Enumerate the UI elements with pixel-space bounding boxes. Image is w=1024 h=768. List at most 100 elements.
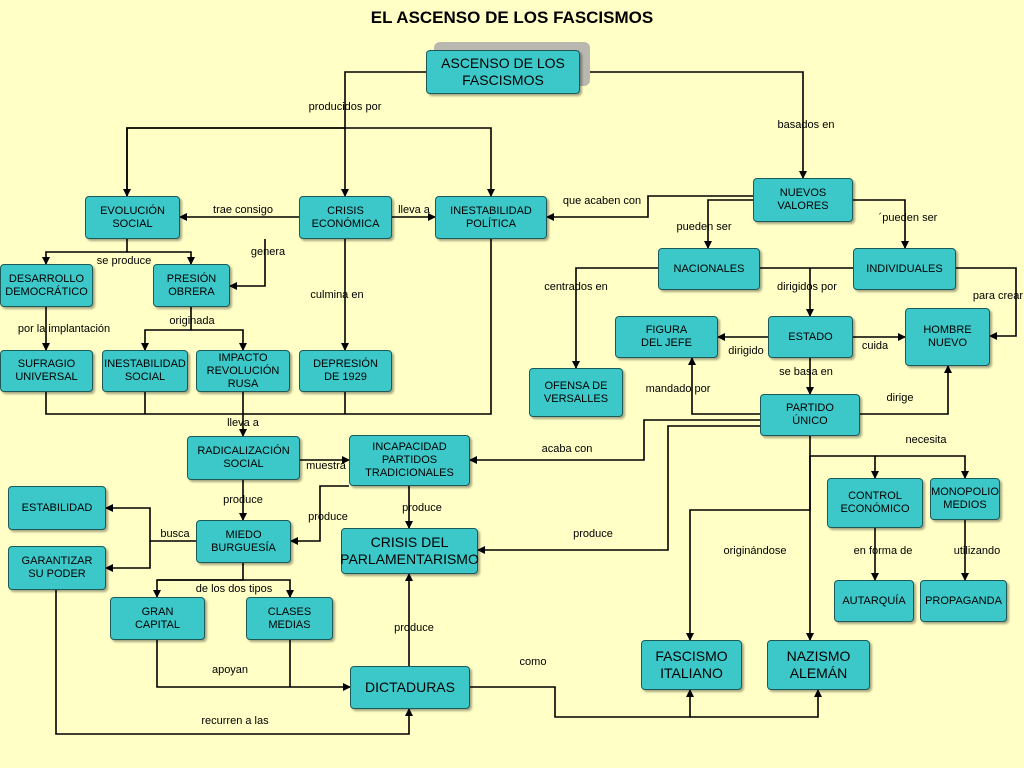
node-estado[interactable]: ESTADO (768, 316, 853, 358)
line-partido-hombre (860, 365, 952, 415)
link-label-lleva-a: lleva a (398, 204, 430, 216)
node-crisis-economica[interactable]: CRISIS ECONÓMICA (299, 196, 392, 239)
node-crisis-parlamentarismo[interactable]: CRISIS DEL PARLAMENTARISMO (340, 528, 479, 574)
link-label-dirige: dirige (886, 392, 914, 404)
line-root-right (580, 71, 807, 179)
line-miedo-garantizar (105, 541, 151, 572)
link-label-culmina-en: culmina en (310, 289, 364, 301)
link-label-dirigido: dirigido (728, 345, 764, 357)
link-label-produce-1: produce (223, 494, 263, 506)
node-desarrollo-democratico[interactable]: DESARROLLO DEMOCRÁTICO (0, 264, 93, 307)
link-label-apoyan: apoyan (211, 664, 249, 676)
node-garantizar-su-poder[interactable]: GARANTIZAR SU PODER (8, 546, 106, 590)
line-nuevos-inestab (546, 195, 753, 221)
line-partido-down (809, 436, 879, 479)
line-evolucion-split (42, 239, 128, 265)
line-garantizar-dictaduras (55, 590, 413, 735)
link-label-por-la-implantacion: por la implantación (17, 323, 111, 335)
line-root-left (341, 71, 428, 197)
link-label-recurren-a-las: recurren a las (201, 715, 269, 727)
node-ofensa-de-versalles[interactable]: OFENSA DE VERSALLES (529, 368, 623, 417)
node-nazismo-aleman[interactable]: NAZISMO ALEMÁN (767, 640, 870, 690)
link-label-trae-consigo: trae consigo (213, 204, 273, 216)
link-label-genera: genera (250, 246, 286, 258)
line-nuevos-individuales (853, 199, 909, 249)
node-hombre-nuevo[interactable]: HOMBRE NUEVO (905, 308, 990, 366)
node-autarquia[interactable]: AUTARQUÍA (834, 580, 914, 622)
node-monopolio-medios[interactable]: MONOPOLIO MEDIOS (930, 478, 1000, 520)
node-nuevos-valores[interactable]: NUEVOS VALORES (753, 178, 853, 222)
link-label-producidos-por: producidos por (308, 101, 382, 113)
node-propaganda[interactable]: PROPAGANDA (920, 580, 1007, 622)
link-label-de-los-dos-tipos: de los dos tipos (195, 583, 273, 595)
line-top-branch-left (123, 127, 345, 197)
node-impacto-revolucion-rusa[interactable]: IMPACTO REVOLUCIÓN RUSA (196, 350, 290, 392)
node-fascismo-italiano[interactable]: FASCISMO ITALIANO (641, 640, 742, 690)
node-radicalizacion-social[interactable]: RADICALIZACIÓN SOCIAL (187, 436, 300, 480)
node-inestabilidad-politica[interactable]: INESTABILIDAD POLÍTICA (435, 196, 547, 239)
node-estabilidad[interactable]: ESTABILIDAD (8, 486, 106, 530)
line-crisis-presion (229, 239, 266, 290)
link-label-en-forma-de: en forma de (853, 545, 913, 557)
link-label-mandado-por: mandado por (645, 383, 711, 395)
node-figura-del-jefe[interactable]: FIGURA DEL JEFE (615, 316, 718, 358)
link-label-que-acaben-con: que acaben con (562, 195, 642, 207)
node-evolucion-social[interactable]: EVOLUCIÓN SOCIAL (85, 196, 180, 239)
node-clases-medias[interactable]: CLASES MEDIAS (246, 597, 333, 640)
link-label-centrados-en: centrados en (544, 281, 608, 293)
line-presion-impacto (191, 329, 247, 351)
line-dictaduras-fascismo (470, 686, 694, 718)
line-nacionales-ofensa (572, 267, 660, 369)
link-label-produce-5: produce (394, 622, 434, 634)
node-control-economico[interactable]: CONTROL ECONÓMICO (827, 478, 923, 528)
node-ascenso-fascismos[interactable]: ASCENSO DE LOS FASCISMOS (426, 50, 580, 94)
link-label-busca: busca (160, 528, 190, 540)
node-incapacidad-partidos[interactable]: INCAPACIDAD PARTIDOS TRADICIONALES (349, 435, 470, 486)
link-label-produce-4: produce (573, 528, 613, 540)
line-individuales-hombre (956, 267, 1017, 340)
link-label-cuida: cuida (861, 340, 889, 352)
node-depresion-1929[interactable]: DEPRESIÓN DE 1929 (299, 350, 392, 392)
line-collector (45, 239, 492, 415)
link-label-necesita: necesita (905, 434, 947, 446)
link-label-utilizando: utilizando (953, 545, 1001, 557)
node-inestabilidad-social[interactable]: INESTABILIDAD SOCIAL (102, 350, 188, 392)
line-nuevos-nacionales (704, 199, 753, 249)
line-partido-figura (688, 357, 760, 415)
line-miedo-clases (157, 579, 294, 598)
link-label-lleva-a-2: lleva a (227, 417, 259, 429)
node-miedo-burguesia[interactable]: MIEDO BURGUESÍA (196, 520, 291, 563)
node-individuales[interactable]: INDIVIDUALES (853, 248, 956, 290)
line-incap-miedo (290, 485, 349, 545)
link-label-dirigidos-por: dirigidos por (777, 281, 837, 293)
node-dictaduras[interactable]: DICTADURAS (350, 666, 470, 709)
link-label-para-crear: para crear (972, 290, 1024, 302)
node-gran-capital[interactable]: GRAN CAPITAL (110, 597, 205, 640)
line-miedo-estabilidad (105, 504, 196, 542)
link-label-originandose: originándose (723, 545, 787, 557)
line-presion-split (141, 306, 192, 351)
page-title: EL ASCENSO DE LOS FASCISMOS (370, 8, 654, 27)
link-label-se-produce: se produce (96, 255, 152, 267)
node-partido-unico[interactable]: PARTIDO ÚNICO (760, 394, 860, 436)
line-partido-incap (469, 419, 760, 464)
link-label-como: como (519, 656, 547, 668)
link-label-produce-2: produce (402, 502, 442, 514)
line-partido-crisisparl (477, 425, 760, 554)
link-label-basados-en: basados en (777, 119, 835, 131)
node-presion-obrera[interactable]: PRESIÓN OBRERA (153, 264, 230, 307)
link-label-originada: originada (169, 315, 215, 327)
node-sufragio-universal[interactable]: SUFRAGIO UNIVERSAL (0, 350, 93, 392)
link-label-pueden-ser-2: ´pueden ser (878, 212, 938, 224)
line-top-branch (126, 127, 495, 197)
link-label-pueden-ser: pueden ser (676, 221, 732, 233)
line-dictaduras-nazismo (690, 689, 822, 718)
line-partido-monopolio (875, 455, 969, 479)
link-label-se-basa-en: se basa en (779, 366, 833, 378)
node-nacionales[interactable]: NACIONALES (658, 248, 760, 290)
line-evolucion-presion (127, 251, 195, 265)
link-label-muestra: muestra (306, 460, 346, 472)
link-label-produce-3: produce (308, 511, 348, 523)
line-gran-dictaduras (156, 640, 351, 691)
